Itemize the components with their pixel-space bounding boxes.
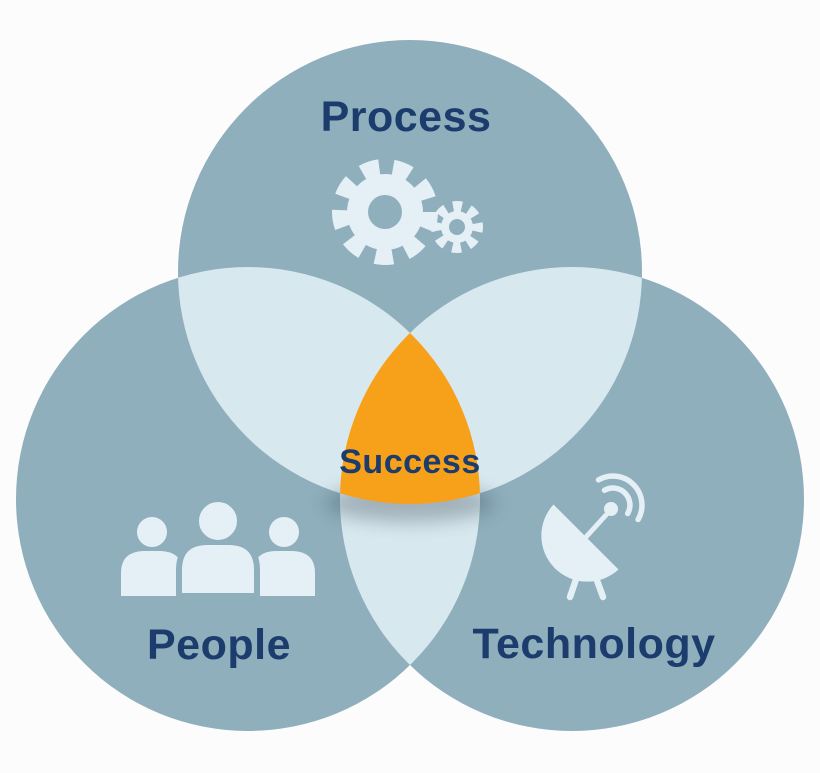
- signal-wave-inner: [601, 485, 633, 517]
- center-person-head: [194, 497, 242, 545]
- small-gear-teeth: [431, 201, 483, 253]
- satellite-feed-dot: [604, 502, 618, 516]
- left-person-torso: [121, 551, 183, 596]
- big-gear-hole: [368, 195, 402, 229]
- big-gear-teeth: [332, 159, 438, 265]
- satellite-dish-icon: [541, 473, 645, 601]
- success-label: Success: [339, 443, 481, 481]
- left-person-head: [133, 513, 171, 551]
- people-label: People: [147, 621, 291, 669]
- technology-label: Technology: [472, 620, 715, 668]
- satellite-feed-arm: [583, 512, 609, 540]
- signal-wave-outer: [595, 473, 645, 523]
- center-person-torso: [176, 539, 260, 599]
- satellite-dish: [541, 504, 619, 582]
- people-icon: [121, 497, 315, 599]
- right-person-torso: [253, 551, 315, 596]
- gears-icon: [332, 159, 483, 265]
- process-label: Process: [321, 93, 492, 141]
- small-gear-hole: [449, 219, 465, 235]
- satellite-signal: [583, 473, 645, 540]
- right-person-head: [265, 513, 303, 551]
